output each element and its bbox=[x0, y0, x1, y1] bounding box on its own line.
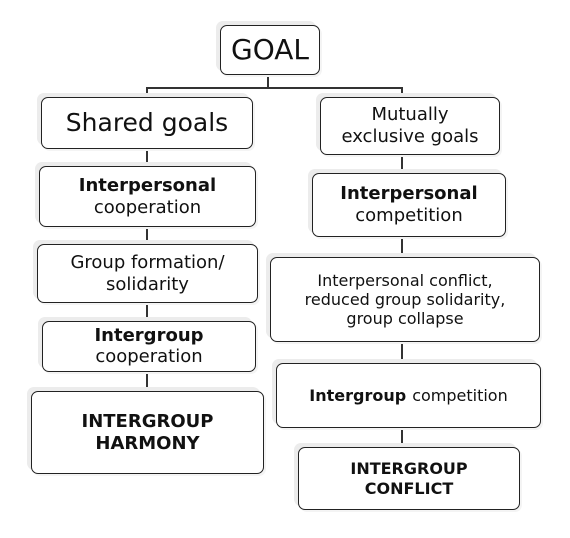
shared-goals-label: Shared goals bbox=[65, 108, 229, 137]
goal-label: GOAL bbox=[231, 33, 309, 67]
connector-left-3 bbox=[146, 303, 148, 321]
interpersonal-cooperation-sub: cooperation bbox=[93, 196, 202, 218]
goal-box: GOAL bbox=[220, 25, 320, 75]
intergroup-cooperation-sub: cooperation bbox=[95, 345, 203, 367]
intergroup-conflict-box: INTERGROUP CONFLICT bbox=[298, 447, 520, 510]
interpersonal-conflict-box: Interpersonal conflict, reduced group so… bbox=[270, 257, 540, 342]
interpersonal-competition-sub: competition bbox=[355, 205, 463, 226]
mutually-exclusive-box: Mutually exclusive goals bbox=[320, 97, 500, 155]
intergroup-competition-sub: competition bbox=[412, 385, 508, 405]
intergroup-cooperation-box: Intergroup cooperation bbox=[42, 321, 256, 372]
interpersonal-competition-box: Interpersonal competition bbox=[312, 173, 506, 237]
connector-left-1 bbox=[146, 149, 148, 166]
connector-left-drop bbox=[146, 87, 148, 97]
connector-goal-branch bbox=[146, 87, 402, 89]
interpersonal-cooperation-box: Interpersonal cooperation bbox=[39, 166, 256, 227]
group-formation-label: Group formation/ solidarity bbox=[70, 251, 225, 295]
intergroup-harmony-label: INTERGROUP HARMONY bbox=[81, 410, 214, 454]
intergroup-conflict-label: INTERGROUP CONFLICT bbox=[350, 459, 468, 498]
mutually-exclusive-label: Mutually exclusive goals bbox=[341, 104, 479, 147]
connector-right-4 bbox=[401, 428, 403, 447]
connector-goal-down bbox=[267, 74, 269, 88]
interpersonal-conflict-label: Interpersonal conflict, reduced group so… bbox=[304, 270, 506, 329]
intergroup-harmony-box: INTERGROUP HARMONY bbox=[31, 391, 264, 474]
interpersonal-competition-title: Interpersonal bbox=[340, 183, 478, 205]
intergroup-competition-title: Intergroup bbox=[309, 385, 407, 405]
connector-left-4 bbox=[146, 372, 148, 391]
interpersonal-cooperation-title: Interpersonal bbox=[78, 174, 217, 196]
shared-goals-box: Shared goals bbox=[41, 97, 253, 149]
connector-left-2 bbox=[146, 227, 148, 244]
connector-right-drop bbox=[401, 87, 403, 97]
group-formation-box: Group formation/ solidarity bbox=[37, 244, 258, 303]
connector-right-1 bbox=[401, 155, 403, 173]
connector-right-2 bbox=[401, 237, 403, 257]
intergroup-cooperation-title: Intergroup bbox=[94, 324, 204, 346]
connector-right-3 bbox=[401, 342, 403, 363]
intergroup-competition-box: Intergroup competition bbox=[276, 363, 541, 428]
